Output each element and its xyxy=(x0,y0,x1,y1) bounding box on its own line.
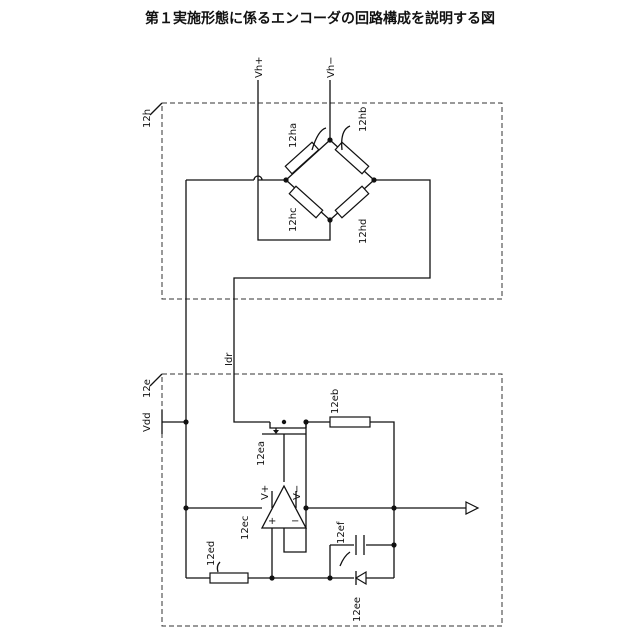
label-12hb: 12hb xyxy=(358,107,369,132)
label-12ed: 12ed xyxy=(206,541,217,566)
label-12ee: 12ee xyxy=(352,597,363,622)
junction-fet-gate xyxy=(282,420,286,424)
label-vdd: Vdd xyxy=(142,412,153,432)
label-12ha: 12ha xyxy=(288,123,299,148)
junction-vdd-opamp xyxy=(183,505,188,510)
label-12eb: 12eb xyxy=(330,389,341,414)
label-12hc: 12hc xyxy=(288,207,299,232)
label-12ef: 12ef xyxy=(336,521,347,544)
leader-12ef xyxy=(340,552,350,566)
label-12hd: 12hd xyxy=(358,219,369,244)
resistor-12eb xyxy=(330,417,370,427)
output-terminal xyxy=(466,502,478,514)
leader-12ed xyxy=(217,562,220,572)
junction-bridge-bottom xyxy=(327,217,332,222)
label-vh-plus: Vh+ xyxy=(254,56,265,78)
junction-output xyxy=(391,505,396,510)
fet-drain-source xyxy=(270,422,306,428)
label-v-plus: V+ xyxy=(260,485,271,500)
module-box-12h xyxy=(162,103,502,299)
junction-bridge-right xyxy=(371,177,376,182)
label-vh-minus: Vh− xyxy=(326,56,337,78)
resistor-12ed xyxy=(210,573,248,583)
junction-vdd xyxy=(183,419,188,424)
label-12e: 12e xyxy=(142,379,153,398)
junction-bridge-left xyxy=(283,177,288,182)
label-12ea: 12ea xyxy=(256,441,267,466)
junction-cap-right xyxy=(391,542,396,547)
wire-12eb-right xyxy=(370,422,394,578)
label-12h: 12h xyxy=(142,109,153,128)
junction-fet-source xyxy=(303,419,308,424)
junction-bridge-top xyxy=(327,137,332,142)
resistor-12hd xyxy=(335,186,368,218)
label-v-minus: V− xyxy=(292,485,303,500)
label-idr: Idr xyxy=(224,352,235,366)
junction-opamp-out xyxy=(303,505,308,510)
label-plus-sign: + xyxy=(268,516,276,527)
label-minus-sign: − xyxy=(291,516,299,527)
bridge-diamond xyxy=(286,140,374,220)
resistor-12hb xyxy=(335,142,368,174)
label-12ec: 12ec xyxy=(240,516,251,540)
junction-bottom-opamp xyxy=(269,575,274,580)
wire-bridge-output xyxy=(234,180,430,422)
junction-bottom-cap xyxy=(327,575,332,580)
diode-12ee xyxy=(356,572,366,584)
